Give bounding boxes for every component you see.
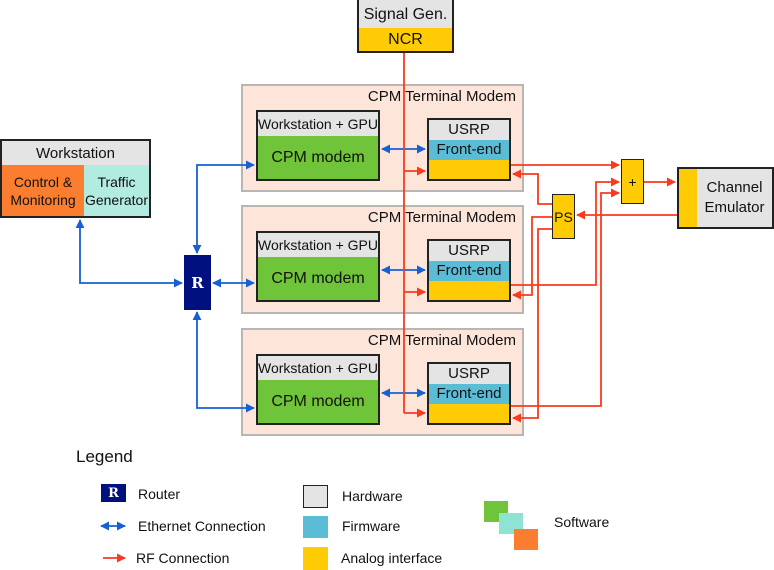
front-end: Front-end xyxy=(429,261,509,281)
legend-router-label: Router xyxy=(138,486,181,502)
analog-interface xyxy=(429,160,509,179)
analog-interface xyxy=(679,169,697,227)
signal-gen-title: Signal Gen. xyxy=(363,6,448,23)
ethernet-router-workstation xyxy=(75,219,183,288)
gpu-workstation-1: Workstation + GPU CPM modem xyxy=(256,110,380,181)
legend-hardware-label: Hardware xyxy=(342,488,403,504)
legend-analog-label: Analog interface xyxy=(341,550,443,566)
ethernet-router-terminal-1 xyxy=(192,160,255,254)
usrp-2: USRP Front-end xyxy=(427,239,511,302)
router-label: R xyxy=(191,273,204,292)
usrp-3: USRP Front-end xyxy=(427,362,511,425)
front-end: Front-end xyxy=(429,384,509,404)
legend-analog-swatch xyxy=(303,547,328,570)
legend-hardware-swatch xyxy=(303,485,328,508)
rf-ps-usrp-2 xyxy=(512,216,552,300)
usrp-title: USRP xyxy=(448,242,490,259)
power-splitter: PS xyxy=(552,194,575,239)
usrp-title: USRP xyxy=(448,121,490,138)
terminal-title: CPM Terminal Modem xyxy=(367,332,516,349)
analog-interface xyxy=(429,281,509,300)
usrp-1: USRP Front-end xyxy=(427,118,511,181)
control-monitoring: Control & Monitoring xyxy=(2,165,84,216)
cpm-modem: CPM modem xyxy=(258,380,378,423)
gpu-workstation-3: Workstation + GPU CPM modem xyxy=(256,354,380,425)
rf-usrp-2-combiner xyxy=(511,177,620,286)
legend-software-label: Software xyxy=(554,514,610,530)
legend-ethernet-label: Ethernet Connection xyxy=(138,518,266,534)
gpu-workstation-title: Workstation + GPU xyxy=(258,116,378,132)
traffic-generator: Traffic Generator xyxy=(84,165,149,216)
rf-ps-usrp-1 xyxy=(512,169,552,205)
legend-software-teal xyxy=(499,513,523,534)
router: R xyxy=(184,255,211,310)
cpm-modem: CPM modem xyxy=(258,136,378,179)
channel-emulator: Channel Emulator xyxy=(677,167,774,229)
gpu-workstation-title: Workstation + GPU xyxy=(258,237,378,253)
analog-interface xyxy=(429,404,509,423)
gpu-workstation-2: Workstation + GPU CPM modem xyxy=(256,231,380,302)
terminal-title: CPM Terminal Modem xyxy=(367,88,516,105)
legend-router-glyph: R xyxy=(108,485,119,501)
legend-firmware-label: Firmware xyxy=(342,518,401,534)
legend-title: Legend xyxy=(76,447,133,466)
signal-generator: Signal Gen. NCR xyxy=(357,0,454,53)
combiner-label: + xyxy=(628,173,637,190)
front-end: Front-end xyxy=(429,140,509,160)
workstation-title: Workstation xyxy=(36,145,115,162)
workstation: Workstation Control & Monitoring Traffic… xyxy=(0,139,151,218)
legend-rf-label: RF Connection xyxy=(136,550,230,566)
legend-router-icon: R xyxy=(101,484,126,502)
gpu-workstation-title: Workstation + GPU xyxy=(258,360,378,376)
combiner: + xyxy=(621,159,644,204)
channel-emulator-label: Channel Emulator xyxy=(704,179,765,216)
ncr-label: NCR xyxy=(359,28,452,51)
ethernet-router-terminal-3 xyxy=(192,311,255,413)
ps-label: PS xyxy=(554,208,573,225)
cpm-modem: CPM modem xyxy=(258,257,378,300)
terminal-title: CPM Terminal Modem xyxy=(367,209,516,226)
rf-usrp-3-combiner xyxy=(511,188,620,407)
rf-ps-usrp-3 xyxy=(512,228,552,423)
legend-firmware-swatch xyxy=(303,516,328,538)
usrp-title: USRP xyxy=(448,365,490,382)
legend-software-orange xyxy=(514,529,538,550)
